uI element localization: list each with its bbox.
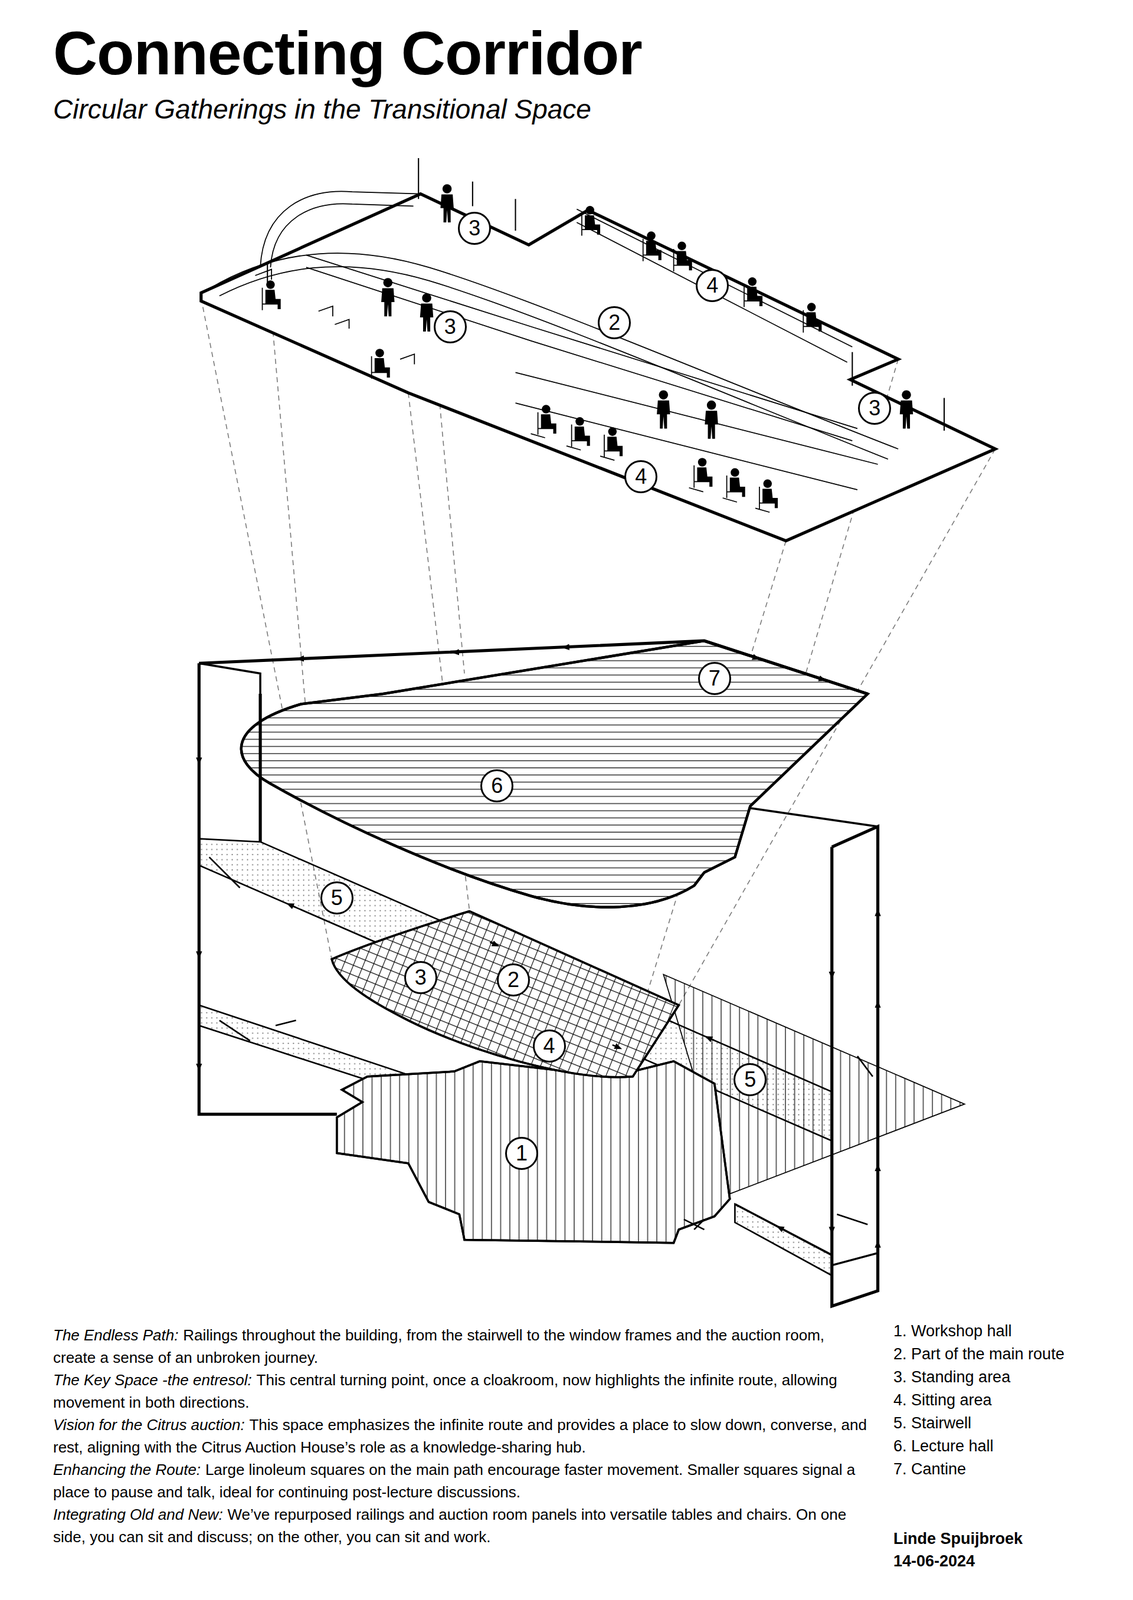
callout-number: 5 (331, 887, 343, 909)
legend-item: 7. Cantine (893, 1459, 967, 1479)
legend-item: 4. Sitting area (893, 1390, 992, 1410)
legend-item: 6. Lecture hall (893, 1436, 994, 1456)
callout-circle: 3 (433, 310, 467, 344)
description-paragraph: Vision for the Citrus auction:This space… (53, 1413, 871, 1459)
description-paragraph: The Endless Path:Railings throughout the… (53, 1324, 871, 1370)
projection-lines (201, 194, 996, 1074)
building-section (198, 640, 965, 1307)
callout-circle: 6 (480, 769, 514, 803)
entresol-plan (201, 158, 996, 542)
callout-number: 3 (414, 967, 427, 989)
callout-circle: 2 (597, 306, 631, 340)
callout-circle: 5 (733, 1063, 767, 1097)
paragraph-heading: Vision for the Citrus auction: (53, 1416, 245, 1434)
callout-number: 3 (468, 217, 481, 239)
callout-number: 4 (543, 1035, 556, 1057)
callout-circle: 5 (320, 881, 354, 915)
paragraph-heading: The Endless Path: (53, 1326, 179, 1345)
callout-number: 2 (507, 969, 520, 991)
callout-circle: 1 (505, 1137, 539, 1171)
callout-number: 5 (744, 1069, 756, 1091)
description-paragraph: The Key Space -the entresol:This central… (53, 1369, 871, 1414)
legend-item: 3. Standing area (893, 1367, 1011, 1387)
diagram-title: Connecting Corridor (53, 21, 643, 86)
legend-item: 5. Stairwell (893, 1413, 972, 1433)
description-block: The Endless Path:Railings throughout the… (53, 1324, 871, 1549)
legend-item: 1. Workshop hall (893, 1321, 1013, 1341)
callout-circle: 4 (624, 460, 658, 494)
callout-number: 1 (515, 1143, 528, 1165)
description-paragraph: Enhancing the Route:Large linoleum squar… (53, 1458, 871, 1504)
callout-number: 3 (868, 397, 881, 419)
callout-circle: 2 (496, 963, 530, 997)
callout-circle: 3 (858, 391, 892, 425)
callout-number: 7 (708, 667, 721, 690)
paragraph-heading: Integrating Old and New: (53, 1505, 224, 1524)
callout-number: 4 (706, 274, 719, 297)
description-paragraph: Integrating Old and New:We’ve repurposed… (53, 1503, 871, 1549)
date: 14-06-2024 (893, 1551, 975, 1571)
callout-number: 4 (634, 466, 647, 488)
people-silhouettes (262, 184, 914, 510)
subtitle: Circular Gatherings in the Transitional … (53, 94, 592, 125)
callout-number: 6 (490, 775, 503, 797)
callout-number: 2 (608, 312, 621, 334)
legend-item: 2. Part of the main route (893, 1344, 1065, 1364)
callout-circle: 4 (532, 1029, 566, 1063)
callout-circle: 7 (698, 662, 732, 696)
route-arrows (198, 647, 878, 1251)
paragraph-heading: Enhancing the Route: (53, 1461, 201, 1479)
author-name: Linde Spuijbroek (893, 1529, 1023, 1549)
paragraph-heading: The Key Space -the entresol: (53, 1371, 252, 1390)
callout-circle: 3 (404, 961, 438, 995)
callout-number: 3 (444, 316, 457, 338)
